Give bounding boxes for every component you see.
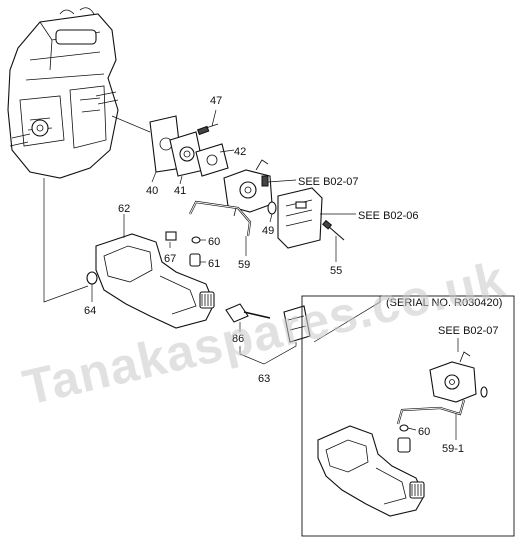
callout-42: 42 <box>234 146 246 158</box>
inset-fuel-tank <box>317 425 425 517</box>
callout-86: 86 <box>232 333 244 345</box>
part-63-fuel-cap: 63 <box>239 305 311 385</box>
engine-leader-vertical <box>43 178 89 303</box>
callout-59: 59 <box>238 259 250 271</box>
callout-63: 63 <box>258 373 270 385</box>
carburetor-main: SEE B02-07 <box>223 159 359 217</box>
callout-55: 55 <box>330 265 342 277</box>
callout-49: 49 <box>262 225 274 237</box>
inset-fuel-pipe: 59-1 <box>396 399 466 455</box>
air-cleaner-reference: SEE B02-06 <box>358 210 419 222</box>
callout-41: 41 <box>174 185 186 197</box>
part-49-o-ring: 49 <box>262 201 277 237</box>
callout-64: 64 <box>84 305 96 317</box>
callout-61: 61 <box>208 258 220 270</box>
inset-carburetor: SEE B02-07 <box>429 325 499 403</box>
inset-serial-title: (SERIAL NO. R030420) <box>386 297 502 309</box>
part-59-fuel-pipe: 59 <box>189 200 252 271</box>
callout-62: 62 <box>118 203 130 215</box>
inset-frame <box>301 295 515 537</box>
part-86-strap: 86 <box>225 303 271 345</box>
air-cleaner-assembly: SEE B02-06 <box>277 187 419 249</box>
callout-47: 47 <box>210 95 222 107</box>
engine-leader-diagonal <box>111 115 151 133</box>
inset-carb-reference: SEE B02-07 <box>438 325 499 337</box>
engine-assembly <box>7 7 119 179</box>
callout-60: 60 <box>208 236 220 248</box>
callout-40: 40 <box>146 185 158 197</box>
part-67-fitting: 67 <box>164 231 177 265</box>
part-61-filter: 61 <box>189 253 220 270</box>
callout-67: 67 <box>164 253 176 265</box>
carb-reference: SEE B02-07 <box>298 176 359 188</box>
part-60-fuel-line-clip: 60 <box>191 236 220 248</box>
part-62-fuel-tank: 62 <box>95 203 215 329</box>
part-55-bolt: 55 <box>322 219 345 277</box>
part-47-screw: 47 <box>196 95 222 136</box>
inset-callout-59-1: 59-1 <box>442 443 464 455</box>
part-42-gasket: 42 <box>195 143 246 177</box>
inset-part-60: 60 <box>397 424 430 453</box>
inset-callout-60: 60 <box>418 426 430 438</box>
part-64-grommet: 64 <box>84 271 98 317</box>
serial-inset: (SERIAL NO. R030420) SEE B02-07 59-1 60 <box>301 295 515 537</box>
